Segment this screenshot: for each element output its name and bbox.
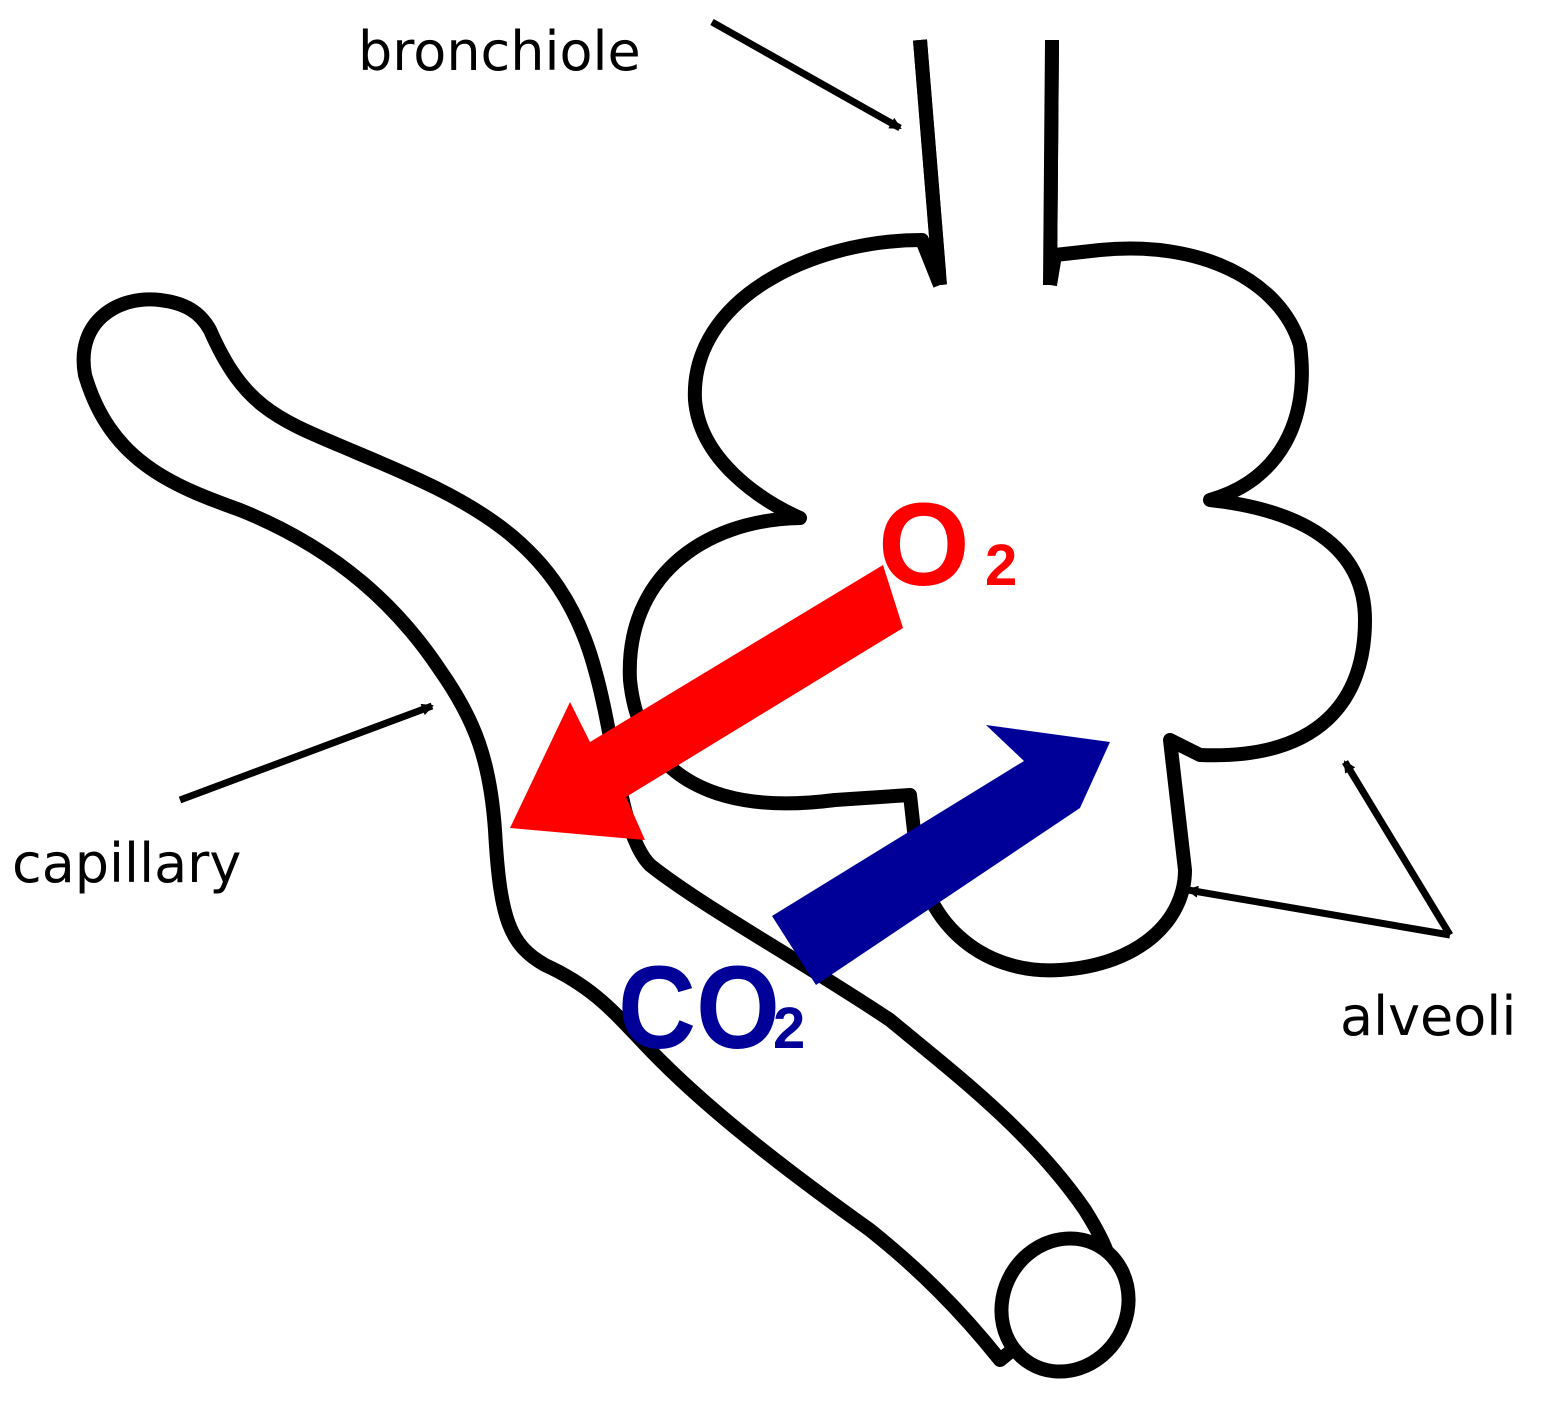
bronchiole-lumen <box>946 40 1046 300</box>
alveoli-pointer-arrow-lower <box>1188 890 1450 935</box>
oxygen-symbol: O <box>878 479 970 611</box>
oxygen-subscript: 2 <box>985 533 1017 598</box>
bronchiole-pointer-arrow <box>712 22 900 128</box>
co2-subscript: 2 <box>773 996 805 1061</box>
capillary-label: capillary <box>12 832 241 895</box>
capillary-pointer-arrow <box>180 706 432 800</box>
co2-label: CO 2 <box>618 942 805 1074</box>
co2-symbol: CO <box>618 942 780 1074</box>
bronchiole-label: bronchiole <box>358 20 641 83</box>
alveoli-pointer-arrow-upper <box>1345 762 1450 935</box>
alveoli-label: alveoli <box>1340 985 1516 1048</box>
